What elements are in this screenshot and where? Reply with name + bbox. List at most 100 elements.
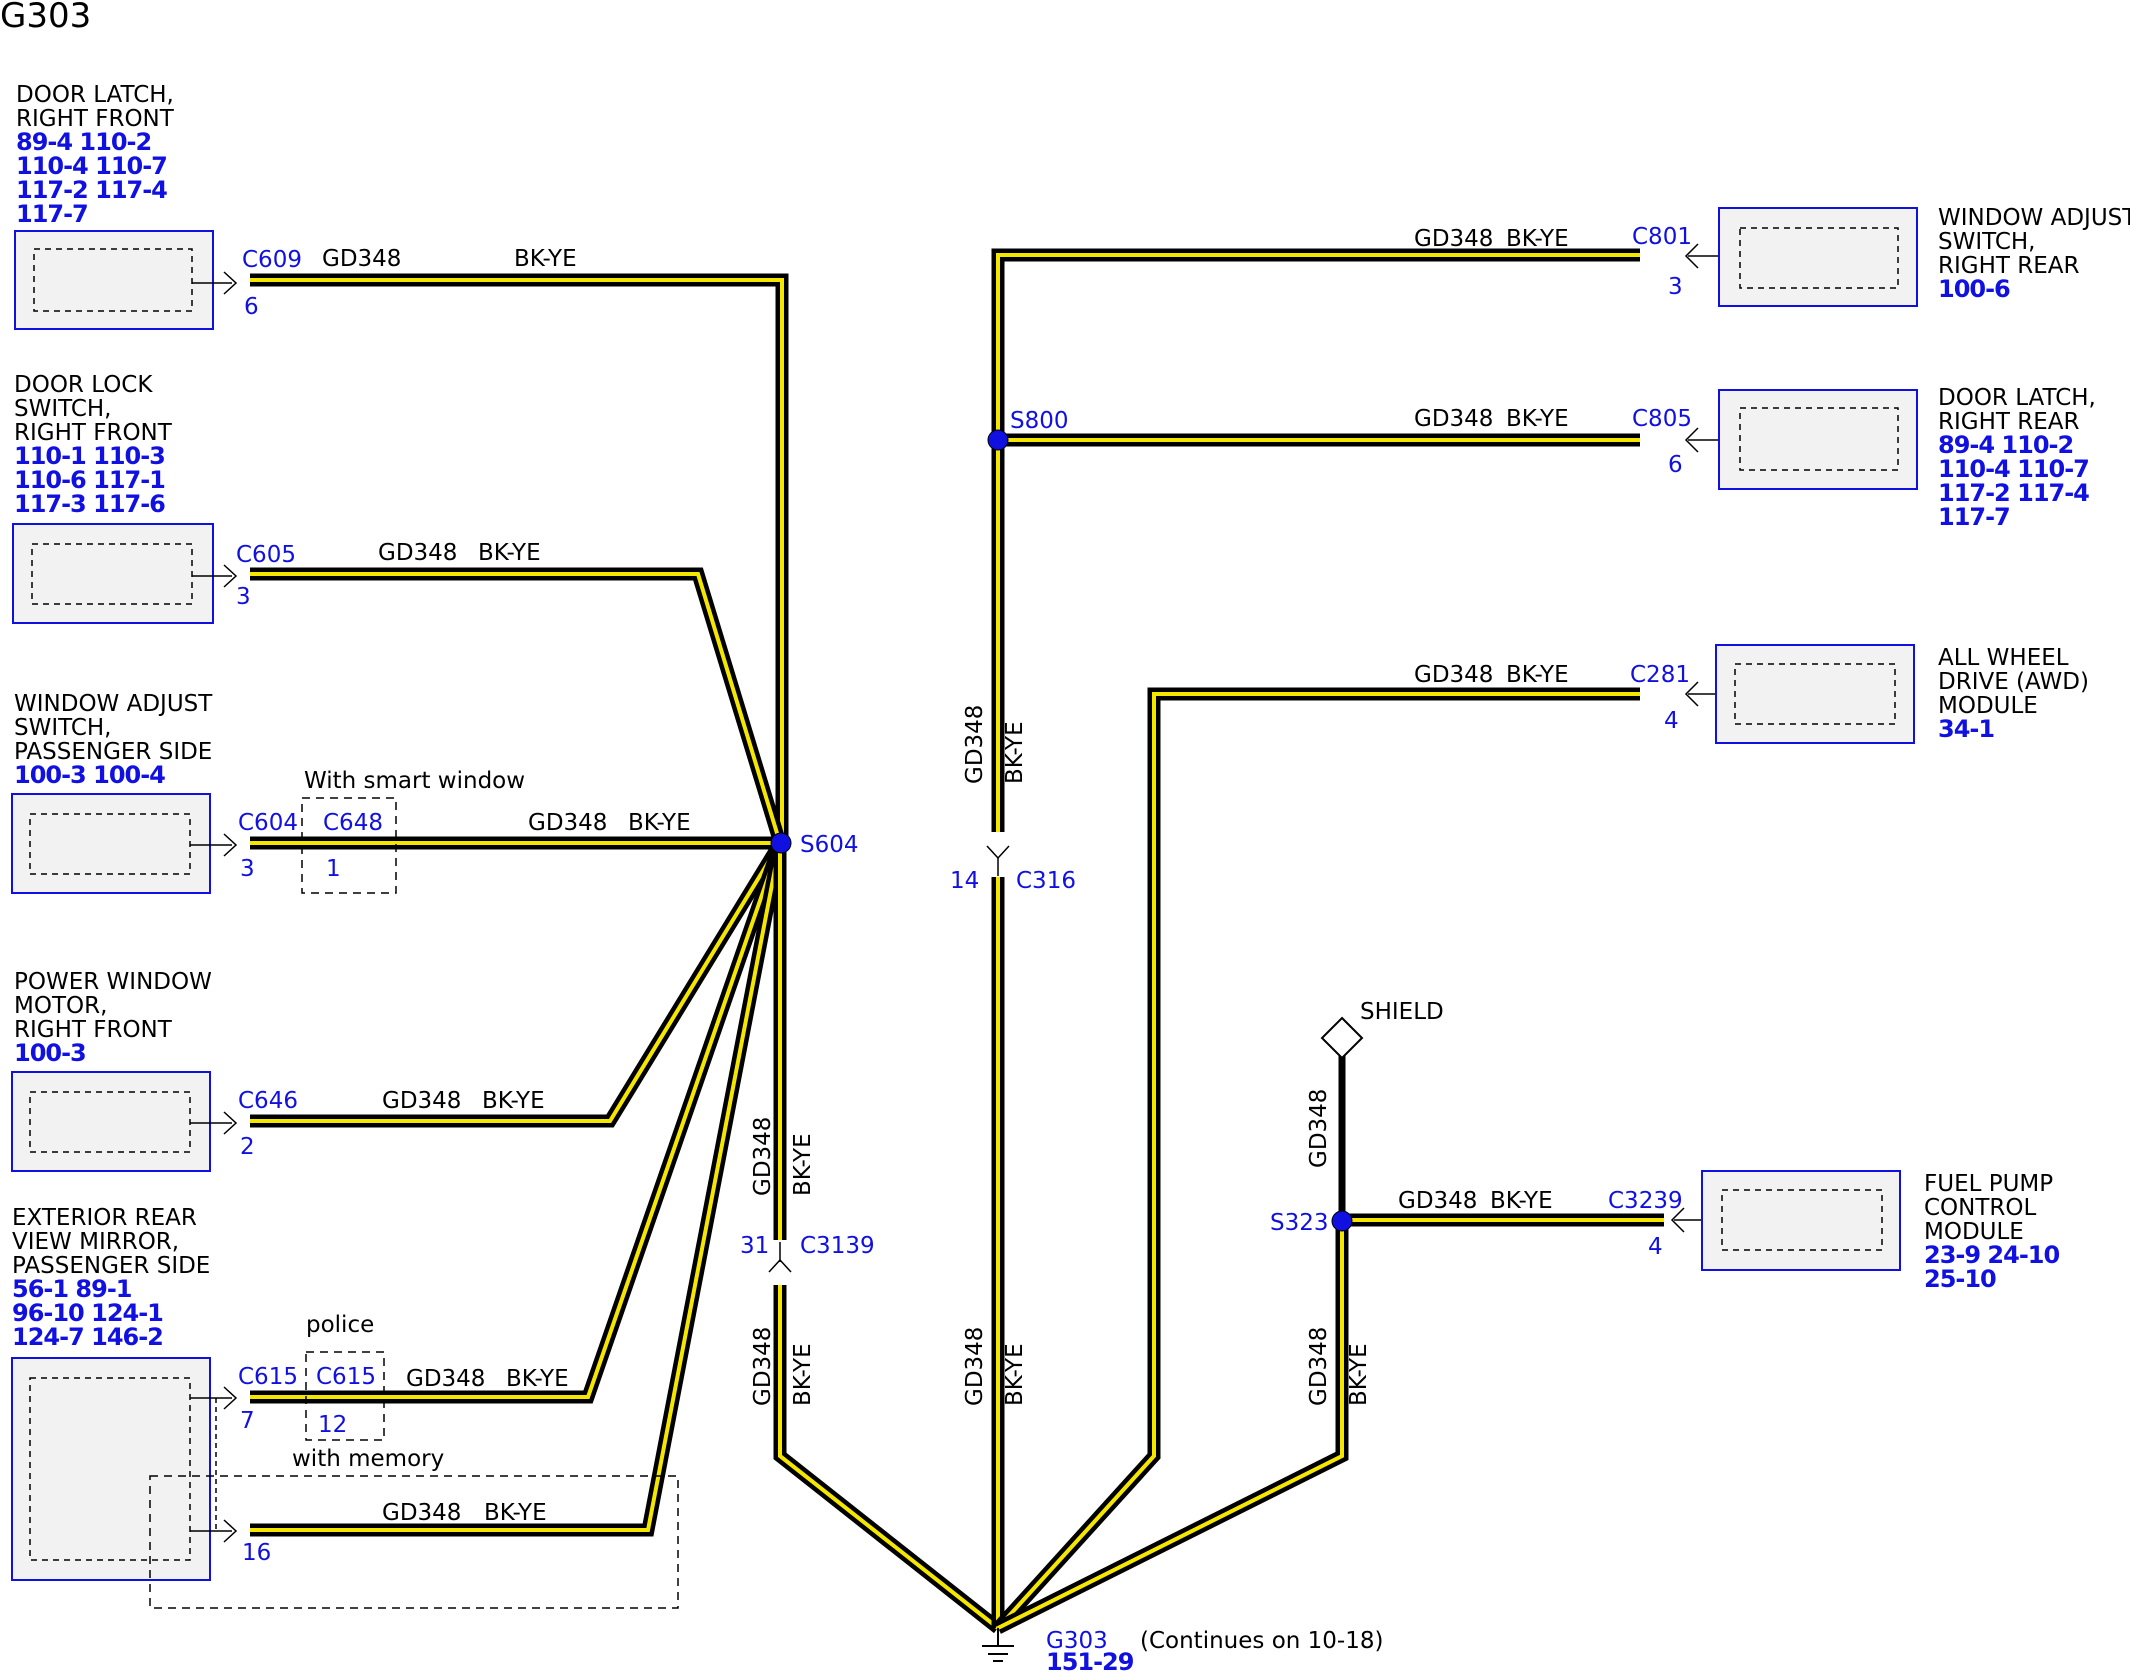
svg-text:BK-YE: BK-YE	[506, 1366, 569, 1392]
component-box	[14, 230, 214, 330]
wire-c605-s604	[250, 567, 787, 845]
svg-text:police: police	[306, 1312, 374, 1338]
svg-text:S323: S323	[1270, 1210, 1329, 1236]
shield-symbol: SHIELD GD348	[1306, 999, 1444, 1168]
svg-text:110-6 117-1: 110-6 117-1	[14, 466, 165, 494]
wire-harness	[250, 248, 1664, 1634]
svg-text:S604: S604	[800, 832, 859, 858]
svg-text:34-1: 34-1	[1938, 715, 1994, 743]
svg-text:100-3 100-4: 100-3 100-4	[14, 761, 165, 789]
svg-text:C805: C805	[1632, 406, 1692, 432]
component-door-latch-rr: GD348 BK-YE C805 6 DOOR LATCH, RIGHT REA…	[1414, 385, 2096, 531]
svg-text:3: 3	[236, 584, 251, 610]
svg-text:RIGHT FRONT: RIGHT FRONT	[14, 420, 173, 446]
svg-text:WINDOW ADJUST: WINDOW ADJUST	[1938, 205, 2130, 231]
svg-text:C316: C316	[1016, 868, 1076, 894]
svg-text:GD348: GD348	[1398, 1188, 1477, 1214]
ground-label: G303	[1046, 1628, 1108, 1654]
svg-text:DOOR LATCH,: DOOR LATCH,	[16, 82, 174, 108]
svg-text:DOOR LATCH,: DOOR LATCH,	[1938, 385, 2096, 411]
svg-text:GD348: GD348	[962, 705, 988, 784]
connector-label: C609	[242, 247, 302, 273]
svg-text:12: 12	[318, 1412, 347, 1438]
svg-text:MODULE: MODULE	[1924, 1219, 2024, 1245]
svg-text:CONTROL: CONTROL	[1924, 1195, 2037, 1221]
svg-text:C648: C648	[323, 810, 383, 836]
svg-text:ALL WHEEL: ALL WHEEL	[1938, 645, 2069, 671]
svg-text:GD348: GD348	[1414, 406, 1493, 432]
svg-text:C646: C646	[238, 1088, 298, 1114]
svg-text:C605: C605	[236, 542, 296, 568]
svg-text:PASSENGER SIDE: PASSENGER SIDE	[14, 739, 212, 765]
ground-g303: G303 151-29 (Continues on 10-18)	[982, 1628, 1383, 1672]
svg-text:BK-YE: BK-YE	[1506, 662, 1569, 688]
svg-text:117-7: 117-7	[1938, 503, 2010, 531]
svg-text:RIGHT FRONT: RIGHT FRONT	[16, 106, 175, 132]
svg-text:WINDOW ADJUST: WINDOW ADJUST	[14, 691, 213, 717]
svg-text:C281: C281	[1630, 662, 1690, 688]
svg-text:C615: C615	[238, 1364, 298, 1390]
component-power-window-motor-rf: POWER WINDOW MOTOR, RIGHT FRONT 100-3 C6…	[11, 969, 545, 1172]
splice-s604: S604	[770, 832, 859, 858]
inline-connector-c3139: GD348 BK-YE 31 C3139 GD348 BK-YE	[740, 1117, 875, 1406]
ground-ref: 151-29	[1046, 1648, 1134, 1672]
inline-connector-c316: GD348 BK-YE 14 C316 GD348 BK-YE	[950, 705, 1076, 1406]
svg-text:4: 4	[1664, 708, 1679, 734]
component-fuel-pump-module: GD348 BK-YE C3239 4 FUEL PUMP CONTROL MO…	[1398, 1170, 2060, 1293]
svg-text:SWITCH,: SWITCH,	[14, 396, 112, 422]
svg-text:2: 2	[240, 1134, 255, 1160]
svg-text:RIGHT REAR: RIGHT REAR	[1938, 253, 2079, 279]
svg-text:C3239: C3239	[1608, 1188, 1683, 1214]
svg-text:BK-YE: BK-YE	[1002, 1343, 1028, 1406]
wire-c801-s800	[991, 248, 1640, 832]
svg-text:GD348: GD348	[1414, 662, 1493, 688]
svg-text:3: 3	[1668, 274, 1683, 300]
svg-text:31: 31	[740, 1233, 769, 1259]
svg-text:GD348: GD348	[1306, 1089, 1332, 1168]
svg-text:BK-YE: BK-YE	[514, 246, 577, 272]
svg-text:BK-YE: BK-YE	[484, 1500, 547, 1526]
svg-text:25-10: 25-10	[1924, 1265, 1996, 1293]
inline-connector-c615-police: police C615 12	[305, 1312, 385, 1441]
svg-text:S800: S800	[1010, 408, 1069, 434]
splice-s323: S323 GD348 BK-YE	[1270, 1210, 1372, 1406]
svg-text:100-3: 100-3	[14, 1039, 86, 1067]
component-door-lock-switch-rf: DOOR LOCK SWITCH, RIGHT FRONT 110-1 110-…	[12, 372, 541, 624]
component-exterior-mirror-ps: EXTERIOR REAR VIEW MIRROR, PASSENGER SID…	[11, 1205, 569, 1581]
continues-note: (Continues on 10-18)	[1140, 1628, 1383, 1654]
svg-text:VIEW MIRROR,: VIEW MIRROR,	[12, 1229, 179, 1255]
svg-text:POWER WINDOW: POWER WINDOW	[14, 969, 212, 995]
svg-text:GD348: GD348	[378, 540, 457, 566]
svg-text:BK-YE: BK-YE	[1002, 721, 1028, 784]
pin-label: 6	[244, 294, 259, 320]
svg-text:BK-YE: BK-YE	[790, 1343, 816, 1406]
component-window-adjust-rr: GD348 BK-YE C801 3 WINDOW ADJUST SWITCH,…	[1414, 205, 2130, 307]
svg-text:BK-YE: BK-YE	[1490, 1188, 1553, 1214]
svg-text:with memory: with memory	[292, 1446, 444, 1472]
svg-text:7: 7	[240, 1408, 255, 1434]
svg-text:14: 14	[950, 868, 979, 894]
svg-text:BK-YE: BK-YE	[790, 1133, 816, 1196]
svg-text:C604: C604	[238, 810, 298, 836]
svg-text:DOOR LOCK: DOOR LOCK	[14, 372, 153, 398]
svg-text:GD348: GD348	[406, 1366, 485, 1392]
svg-text:89-4 110-2: 89-4 110-2	[1938, 431, 2073, 459]
svg-text:GD348: GD348	[382, 1088, 461, 1114]
svg-text:GD348: GD348	[750, 1117, 776, 1196]
splice-s800: S800	[987, 408, 1069, 451]
svg-text:16: 16	[242, 1540, 271, 1566]
svg-text:23-9 24-10: 23-9 24-10	[1924, 1241, 2059, 1269]
svg-text:C3139: C3139	[800, 1233, 875, 1259]
svg-text:BK-YE: BK-YE	[1346, 1343, 1372, 1406]
svg-text:SWITCH,: SWITCH,	[1938, 229, 2036, 255]
svg-text:RIGHT REAR: RIGHT REAR	[1938, 409, 2079, 435]
svg-text:110-4 110-7: 110-4 110-7	[1938, 455, 2089, 483]
svg-text:110-1 110-3: 110-1 110-3	[14, 442, 165, 470]
svg-text:GD348: GD348	[322, 246, 401, 272]
svg-text:110-4 110-7: 110-4 110-7	[16, 152, 167, 180]
svg-text:117-3 117-6: 117-3 117-6	[14, 490, 165, 518]
svg-text:SWITCH,: SWITCH,	[14, 715, 112, 741]
component-window-adjust-ps: WINDOW ADJUST SWITCH, PASSENGER SIDE 100…	[11, 691, 691, 894]
svg-text:MOTOR,: MOTOR,	[14, 993, 107, 1019]
